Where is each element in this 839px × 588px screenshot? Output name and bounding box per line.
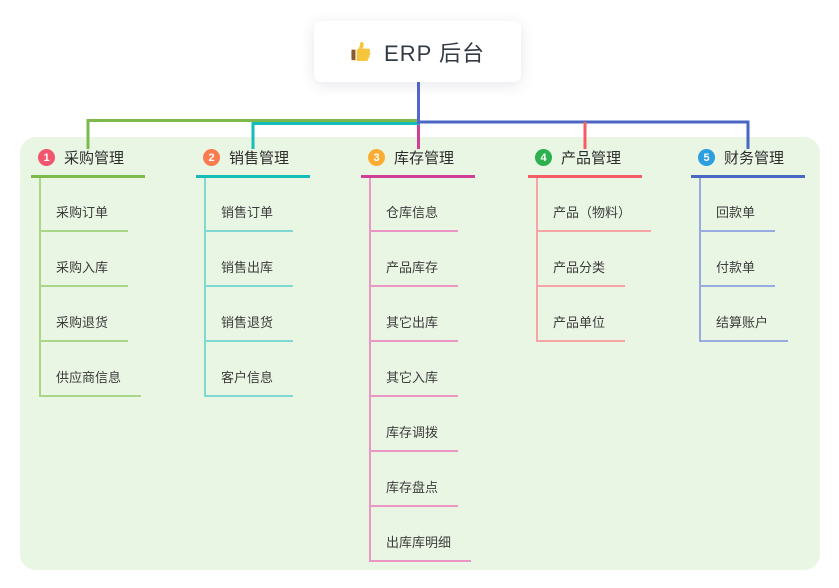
branch-number-badge: 1 xyxy=(38,149,55,166)
thumbs-up-icon xyxy=(351,41,371,61)
child-label: 采购订单 xyxy=(56,205,109,220)
child-label: 供应商信息 xyxy=(56,370,122,385)
child-node[interactable]: 供应商信息 xyxy=(39,369,142,397)
branch-sales: 2 销售管理 销售订单 销售出库 销售退货 客户信息 xyxy=(196,147,310,397)
child-label: 采购退货 xyxy=(56,315,109,330)
branch-label: 财务管理 xyxy=(724,150,785,167)
branch-finance: 5 财务管理 回款单 付款单 结算账户 xyxy=(691,147,805,342)
child-label: 库存调拨 xyxy=(386,425,439,440)
child-node[interactable]: 采购退货 xyxy=(39,314,129,342)
branches-background-panel xyxy=(20,137,820,570)
branch-node-inventory[interactable]: 3 库存管理 xyxy=(361,147,475,178)
child-node[interactable]: 出库库明细 xyxy=(369,534,472,562)
child-label: 结算账户 xyxy=(716,315,769,330)
child-node[interactable]: 产品库存 xyxy=(369,259,459,287)
child-node[interactable]: 库存盘点 xyxy=(369,479,459,507)
child-label: 付款单 xyxy=(716,260,756,275)
child-label: 仓库信息 xyxy=(386,205,439,220)
child-label: 销售订单 xyxy=(221,205,274,220)
branch-node-sales[interactable]: 2 销售管理 xyxy=(196,147,310,178)
branch-node-product[interactable]: 4 产品管理 xyxy=(528,147,642,178)
branch-purchase: 1 采购管理 采购订单 采购入库 采购退货 供应商信息 xyxy=(31,147,145,397)
child-node[interactable]: 库存调拨 xyxy=(369,424,459,452)
child-label: 回款单 xyxy=(716,205,756,220)
child-label: 产品（物料） xyxy=(553,205,632,220)
child-label: 销售退货 xyxy=(221,315,274,330)
child-label: 出库库明细 xyxy=(386,535,452,550)
child-node[interactable]: 销售退货 xyxy=(204,314,294,342)
children-connector-line xyxy=(369,178,371,562)
branch-node-finance[interactable]: 5 财务管理 xyxy=(691,147,805,178)
child-node[interactable]: 仓库信息 xyxy=(369,204,459,232)
child-node[interactable]: 付款单 xyxy=(699,259,776,287)
children-connector-line xyxy=(39,178,41,397)
child-node[interactable]: 产品单位 xyxy=(536,314,626,342)
children-connector-line xyxy=(536,178,538,342)
branch-number-badge: 2 xyxy=(203,149,220,166)
child-node[interactable]: 产品分类 xyxy=(536,259,626,287)
child-node[interactable]: 回款单 xyxy=(699,204,776,232)
child-label: 客户信息 xyxy=(221,370,274,385)
child-label: 销售出库 xyxy=(221,260,274,275)
child-node[interactable]: 其它出库 xyxy=(369,314,459,342)
child-label: 产品库存 xyxy=(386,260,439,275)
branch-label: 产品管理 xyxy=(561,150,622,167)
child-node[interactable]: 采购订单 xyxy=(39,204,129,232)
child-label: 其它出库 xyxy=(386,315,439,330)
child-label: 库存盘点 xyxy=(386,480,439,495)
branch-inventory: 3 库存管理 仓库信息 产品库存 其它出库 其它入库 库存调拨 库存盘点 出库库… xyxy=(361,147,475,562)
child-label: 产品单位 xyxy=(553,315,606,330)
child-label: 采购入库 xyxy=(56,260,109,275)
branch-label: 销售管理 xyxy=(229,150,290,167)
child-node[interactable]: 采购入库 xyxy=(39,259,129,287)
child-node[interactable]: 结算账户 xyxy=(699,314,789,342)
child-label: 产品分类 xyxy=(553,260,606,275)
branch-number-badge: 4 xyxy=(535,149,552,166)
child-label: 其它入库 xyxy=(386,370,439,385)
branch-number-badge: 5 xyxy=(698,149,715,166)
branch-product: 4 产品管理 产品（物料） 产品分类 产品单位 xyxy=(528,147,652,342)
branch-node-purchase[interactable]: 1 采购管理 xyxy=(31,147,145,178)
child-node[interactable]: 销售订单 xyxy=(204,204,294,232)
branch-label: 采购管理 xyxy=(64,150,125,167)
child-node[interactable]: 客户信息 xyxy=(204,369,294,397)
root-node-label: ERP 后台 xyxy=(384,40,485,66)
root-node[interactable]: ERP 后台 xyxy=(314,21,521,82)
child-node[interactable]: 销售出库 xyxy=(204,259,294,287)
child-node[interactable]: 其它入库 xyxy=(369,369,459,397)
child-node[interactable]: 产品（物料） xyxy=(536,204,652,232)
branch-label: 库存管理 xyxy=(394,150,455,167)
children-connector-line xyxy=(699,178,701,342)
children-connector-line xyxy=(204,178,206,397)
branch-number-badge: 3 xyxy=(368,149,385,166)
